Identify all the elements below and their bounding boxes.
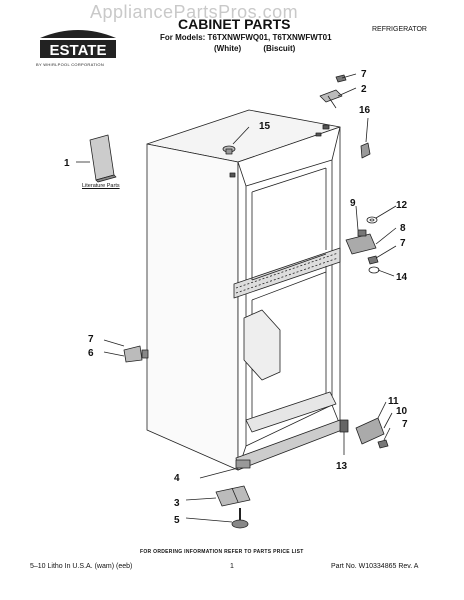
callout-8: 8 [400,223,406,234]
center-hinge [345,205,377,255]
cabinet-shell [146,109,341,471]
callout-11: 11 [388,396,399,407]
color-variants: (White) (Biscuit) [214,44,296,53]
callout-12: 12 [396,200,408,211]
hinge-washer [366,216,378,224]
top-hinge [319,89,343,109]
bottom-hinge [339,417,385,445]
callout-6: 6 [88,348,94,359]
part-number: Part No. W10334865 Rev. A [331,563,419,570]
hinge-cap [360,142,371,159]
callout-15: 15 [259,121,271,132]
brand-logo: ESTATE [40,30,116,59]
leveling-bracket [215,485,251,507]
callout-4: 4 [174,473,180,484]
literature-parts-label: Literature Parts [82,183,120,189]
top-plug-part [222,145,236,155]
model-list: For Models: T6TXNWFWQ01, T6TXNWFWT01 [160,33,332,42]
callout-3: 3 [174,498,180,509]
callout-2: 2 [361,84,367,95]
freezer-interior [251,167,327,281]
callout-7-top: 7 [361,69,367,80]
callout-5: 5 [174,515,180,526]
center-spacer [368,266,380,274]
brand-subtitle: BY WHIRLPOOL CORPORATION [36,62,105,67]
category-label: REFRIGERATOR [372,26,427,33]
page-title: CABINET PARTS [178,16,291,32]
brand-name: ESTATE [50,42,107,59]
center-screw [367,255,379,265]
callout-7-bottom: 7 [402,419,408,430]
top-screw [335,74,347,83]
leveling-leg [231,508,249,529]
callout-7-left: 7 [88,334,94,345]
divider-rail [233,247,341,299]
literature-book [89,134,117,183]
watermark: AppliancePartsPros.com [90,2,299,22]
callout-14: 14 [396,272,408,283]
print-info: 5–10 Litho In U.S.A. (wam) (eeb) [30,563,133,570]
door-stop [123,345,149,363]
callout-7-center: 7 [400,238,406,249]
callout-10: 10 [396,406,408,417]
callout-1: 1 [64,158,70,169]
page-number: 1 [230,563,234,570]
callout-13: 13 [336,461,348,472]
callout-16: 16 [359,105,371,116]
callout-9: 9 [350,198,356,209]
bottom-screw [377,439,389,449]
ordering-note: FOR ORDERING INFORMATION REFER TO PARTS … [140,549,304,555]
fresh-food-interior [243,266,337,433]
